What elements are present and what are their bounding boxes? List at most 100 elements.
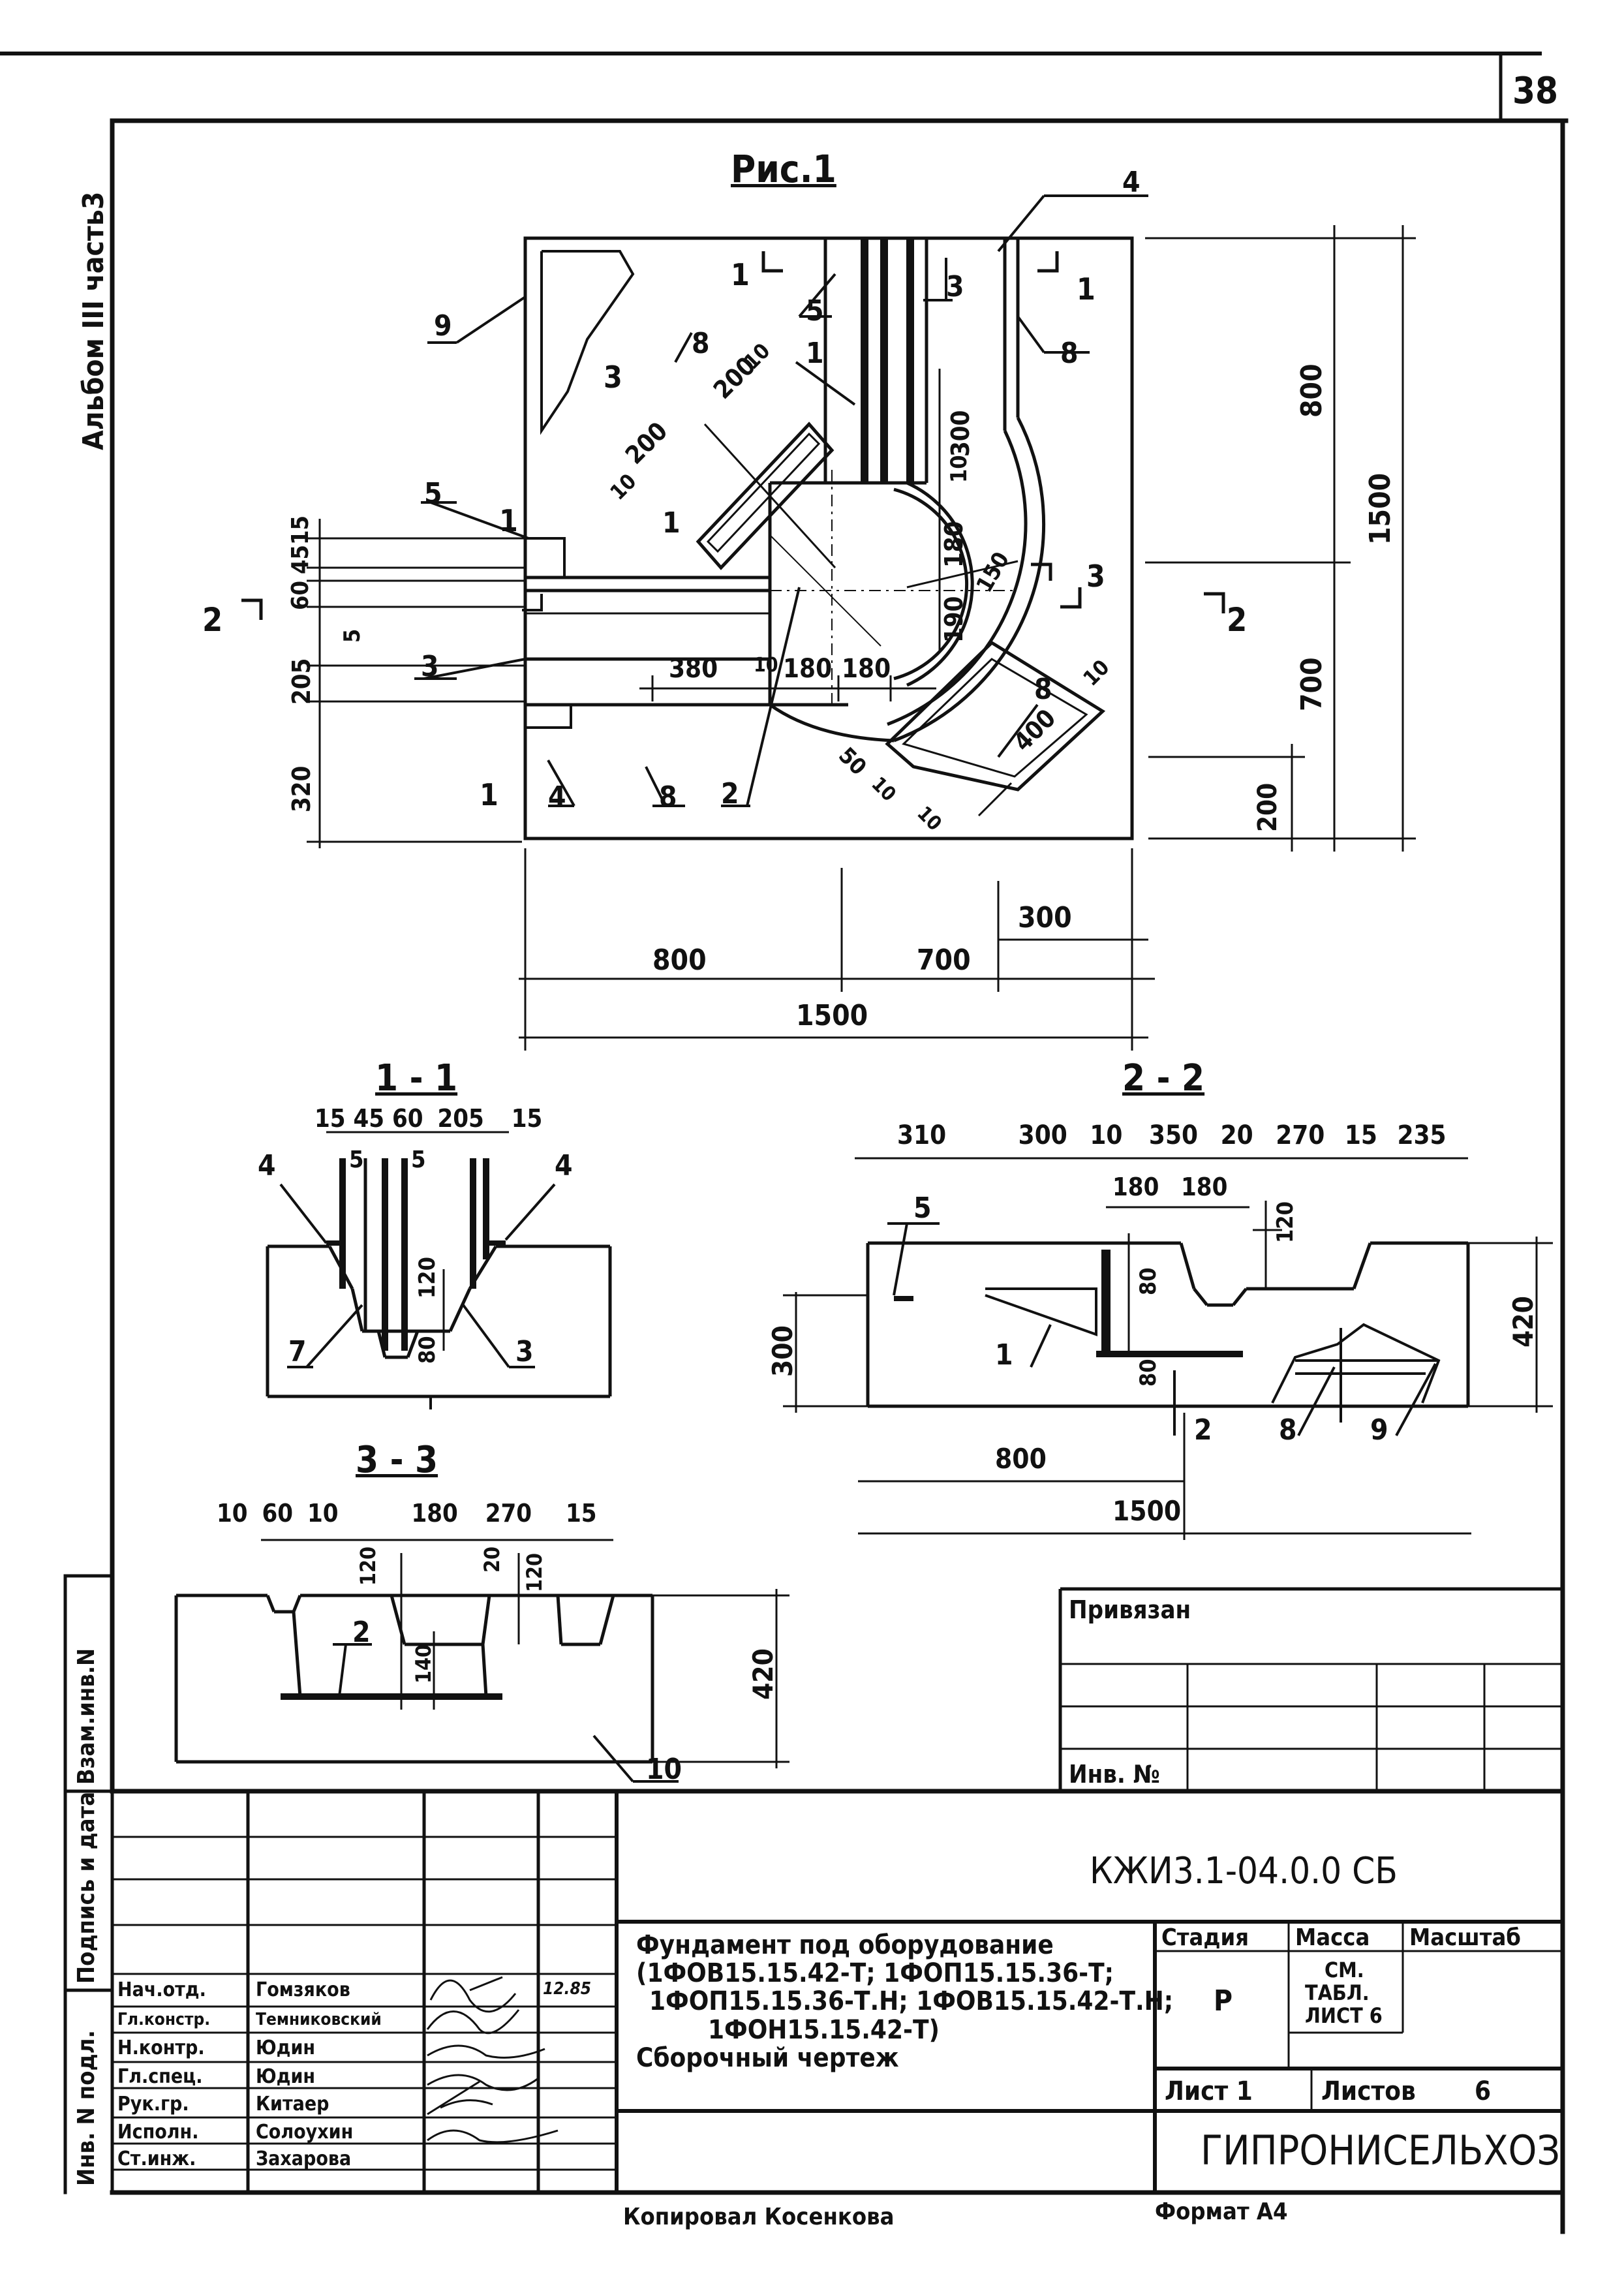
desc-line-3: 1ФОП15.15.36-Т.Н; 1ФОВ15.15.42-Т.Н; — [649, 1986, 1174, 2017]
cut-1-left-bottom: 1 — [480, 777, 498, 812]
s11-dim-45: 45 — [353, 1104, 385, 1133]
dim-180-inner: 180 — [940, 521, 968, 568]
s11-label-4-right: 4 — [555, 1149, 573, 1182]
paper-format: Формат А4 — [1155, 2198, 1288, 2225]
margin-vzam-inv: Взам.инв.N — [73, 1648, 100, 1785]
copied-by: Копировал Косенкова — [623, 2204, 895, 2230]
side-label: Альбом III часть3 — [77, 191, 110, 450]
plan-label-5-left: 5 — [424, 477, 442, 510]
dim-bottom-800: 800 — [652, 944, 707, 977]
sheets-value: 6 — [1475, 2076, 1492, 2106]
date-1: 12.85 — [543, 1979, 591, 1999]
dim-200-right: 200 — [1253, 782, 1283, 832]
s22-label-1: 1 — [995, 1338, 1013, 1372]
s33-label-2: 2 — [352, 1616, 371, 1649]
s22-d235: 235 — [1397, 1120, 1447, 1150]
dim-10-inner: 10 — [946, 455, 972, 483]
s22-label-5: 5 — [913, 1192, 932, 1225]
mass-line-3: ЛИСТ 6 — [1305, 2003, 1383, 2029]
cut-2-right: 2 — [1227, 601, 1248, 639]
margin-inv-podl: Инв. N подл. — [73, 2030, 100, 2186]
plan-label-8-bottom: 8 — [659, 780, 677, 814]
name-2: Темниковский — [256, 2010, 382, 2029]
name-4: Юдин — [256, 2065, 316, 2088]
role-6: Исполн. — [117, 2121, 199, 2144]
s33-d15: 15 — [566, 1499, 597, 1528]
plan-label-5-top: 5 — [806, 294, 824, 328]
s22-d180a: 180 — [1112, 1173, 1159, 1201]
mass-line-2: ТАБЛ. — [1305, 1980, 1370, 2006]
s22-d180b: 180 — [1181, 1173, 1228, 1201]
s33-label-10: 10 — [646, 1753, 682, 1786]
mass-value: СМ. ТАБЛ. ЛИСТ 6 — [1305, 1958, 1383, 2029]
plan-label-8-diag: 8 — [1034, 673, 1052, 706]
sheets-label: Листов — [1321, 2076, 1416, 2106]
cut-1-left-top: 1 — [499, 503, 518, 538]
s22-top-dims: 310 300 10 350 20 270 15 235 — [897, 1122, 1447, 1148]
cut-2-left: 2 — [202, 601, 223, 639]
organization: ГИПРОНИСЕЛЬХОЗ — [1201, 2127, 1561, 2174]
s22-label-8: 8 — [1279, 1413, 1297, 1447]
s33-top-dims: 10 60 10 180 270 15 — [217, 1501, 597, 1526]
plan-label-1-top: 1 — [806, 337, 824, 370]
s22-d800: 800 — [995, 1443, 1047, 1475]
cut-3-left: 3 — [604, 360, 622, 395]
s33-d120a: 120 — [356, 1546, 380, 1586]
s11-dim-205: 205 — [437, 1104, 484, 1133]
s33-d140: 140 — [411, 1644, 436, 1684]
s22-d300: 300 — [1018, 1120, 1067, 1150]
section-2-2-title: 2 - 2 — [1122, 1057, 1205, 1100]
plan-label-3-left: 3 — [421, 650, 439, 683]
dim-190-inner: 190 — [940, 596, 968, 643]
binding-title: Привязан — [1069, 1595, 1191, 1624]
dim-1500-right: 1500 — [1364, 472, 1397, 545]
mass-line-1: СМ. — [1325, 1958, 1364, 1982]
page-number: 38 — [1512, 70, 1559, 112]
s11-dim-120: 120 — [414, 1257, 440, 1299]
cut-3-right: 3 — [1086, 559, 1105, 594]
s22-d15: 15 — [1344, 1120, 1377, 1150]
s33-d420: 420 — [747, 1648, 779, 1700]
figure-title: Рис.1 — [731, 147, 836, 191]
section-3-3-title: 3 - 3 — [356, 1439, 438, 1481]
plan-label-1-inner: 1 — [662, 506, 681, 540]
s22-label-2: 2 — [1194, 1413, 1212, 1447]
name-6: Солоухин — [256, 2121, 354, 2144]
desc-line-2: (1ФОВ15.15.42-Т; 1ФОП15.15.36-Т; — [636, 1958, 1114, 1989]
s22-d270: 270 — [1276, 1120, 1325, 1150]
s22-d120: 120 — [1272, 1201, 1298, 1243]
dim-60-left: 60 — [287, 580, 314, 610]
s11-dim-80: 80 — [414, 1336, 440, 1364]
s22-d420: 420 — [1507, 1296, 1539, 1347]
doc-code: КЖИ3.1-04.0.0 СБ — [1090, 1850, 1398, 1892]
dim-800-right: 800 — [1295, 363, 1328, 418]
s33-d10a: 10 — [217, 1499, 248, 1528]
s11-dim-15b: 15 — [511, 1104, 543, 1133]
scale-header: Масштаб — [1409, 1924, 1521, 1951]
stage-header: Стадия — [1161, 1924, 1249, 1951]
s33-d60: 60 — [262, 1499, 294, 1528]
plan-label-8-left: 8 — [692, 327, 710, 360]
margin-sign-date: Подпись и дата — [73, 1791, 100, 1984]
binding-inv-label: Инв. № — [1069, 1760, 1160, 1789]
sheet-label: Лист 1 — [1165, 2076, 1253, 2106]
s11-dim-15a: 15 — [314, 1104, 346, 1133]
s33-d120b: 120 — [522, 1552, 547, 1592]
plan-label-8-right: 8 — [1060, 337, 1079, 370]
cut-1-top-left: 1 — [731, 257, 750, 292]
s11-label-7: 7 — [288, 1335, 307, 1368]
mass-header: Масса — [1295, 1924, 1370, 1951]
name-5: Китаер — [256, 2093, 329, 2116]
s22-d20: 20 — [1220, 1120, 1253, 1150]
dim-300-inner: 300 — [946, 410, 975, 457]
s33-d10b: 10 — [307, 1499, 339, 1528]
desc-line-1: Фундамент под оборудование — [636, 1930, 1054, 1960]
s11-dim-60: 60 — [391, 1104, 423, 1133]
dim-bottom-700: 700 — [917, 944, 971, 977]
role-4: Гл.спец. — [117, 2065, 203, 2088]
dim-180-a: 180 — [783, 654, 833, 684]
plan-label-4-top: 4 — [1122, 166, 1141, 199]
dim-bottom-1500: 1500 — [796, 999, 868, 1032]
cut-1-top-right: 1 — [1077, 271, 1095, 307]
dim-15-205-left: 205 — [287, 658, 316, 705]
